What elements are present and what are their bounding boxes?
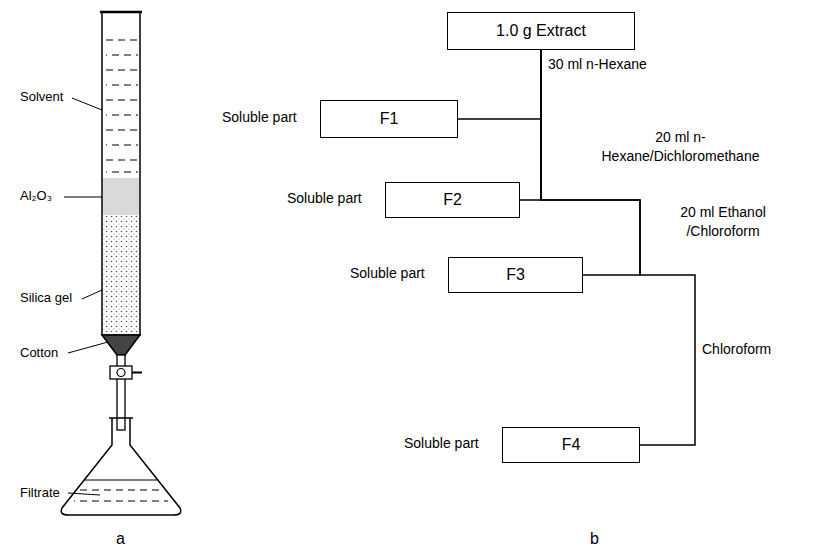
fraction-box: F1 xyxy=(320,100,458,138)
filtrate-dashes xyxy=(74,501,168,502)
box-text: 1.0 g Extract xyxy=(496,22,586,40)
fraction-box: F3 xyxy=(448,257,583,293)
part-label: Silica gel xyxy=(20,290,72,305)
box-text: F3 xyxy=(506,266,525,284)
part-label: Al₂O₃ xyxy=(20,188,52,203)
fraction-label: Soluble part xyxy=(222,109,297,125)
alumina-layer xyxy=(103,178,139,215)
panel-letter: b xyxy=(590,530,599,548)
extract-box: 1.0 g Extract xyxy=(447,12,635,50)
part-label: Cotton xyxy=(20,345,58,360)
erlenmeyer-flask xyxy=(61,418,181,515)
branch-connector xyxy=(520,50,541,200)
flask-rim xyxy=(109,417,133,419)
branch-connector xyxy=(541,50,695,445)
box-text: F1 xyxy=(380,110,399,128)
column-tube xyxy=(102,12,140,335)
stopcock-handle xyxy=(132,372,142,374)
branch-connector xyxy=(458,50,541,119)
solvent-label: 30 ml n-Hexane xyxy=(548,55,647,74)
solvent-label: Chloroform xyxy=(702,340,771,359)
silica-layer xyxy=(103,215,139,335)
fraction-label: Soluble part xyxy=(404,435,479,451)
column-rim xyxy=(100,11,142,14)
fraction-box: F2 xyxy=(385,182,520,218)
fraction-box: F4 xyxy=(502,427,640,463)
part-label: Solvent xyxy=(20,89,63,104)
filtrate-surface xyxy=(85,479,157,480)
fraction-label: Soluble part xyxy=(350,265,425,281)
filtrate-dashes xyxy=(80,490,162,491)
solvent-label: 20 ml Ethanol /Chloroform xyxy=(648,203,798,241)
panel-letter: a xyxy=(116,530,125,548)
cotton-plug xyxy=(102,335,140,355)
part-label: Filtrate xyxy=(20,485,60,500)
stopcock-key xyxy=(117,369,125,377)
solvent-label: 20 ml n-Hexane/Dichloromethane xyxy=(583,128,778,166)
box-text: F4 xyxy=(562,436,581,454)
fraction-label: Soluble part xyxy=(287,190,362,206)
solvent-dashes xyxy=(106,40,138,172)
box-text: F2 xyxy=(443,191,462,209)
stopcock xyxy=(110,366,132,379)
